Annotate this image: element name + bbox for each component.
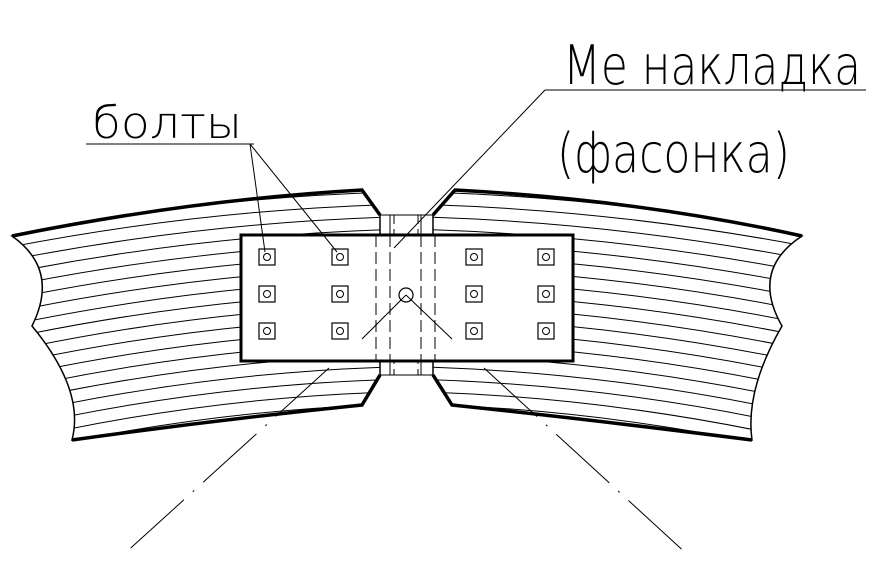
grain-line (433, 191, 802, 237)
steel-cover-plate (239, 233, 575, 363)
bolt (258, 248, 276, 266)
bolts-label: болты (92, 98, 242, 149)
bolt (537, 322, 555, 340)
grain-line (433, 404, 802, 440)
grain-line (12, 391, 380, 440)
leader-lines (86, 89, 866, 253)
radial-axis-lines (121, 367, 690, 557)
bolt-group (258, 248, 555, 340)
center-pin (361, 287, 453, 340)
bolt (537, 285, 555, 303)
bolt (465, 248, 483, 266)
bolt (331, 285, 349, 303)
bolt (537, 248, 555, 266)
bolt (258, 285, 276, 303)
grain-line (12, 404, 380, 440)
plate-label-line1: Ме накладка (563, 34, 861, 97)
bolt (465, 322, 483, 340)
grain-line (433, 204, 802, 250)
grain-line (12, 216, 380, 263)
grain-line (433, 391, 802, 440)
grain-line (433, 366, 802, 419)
grain-line (12, 229, 380, 276)
grain-line (12, 191, 380, 237)
grain-line (433, 216, 802, 263)
grain-line (12, 204, 380, 250)
bolt (331, 248, 349, 266)
bolt (331, 322, 349, 340)
bolt (258, 322, 276, 340)
grain-line (433, 229, 802, 276)
grain-line (12, 366, 380, 419)
bolt (465, 285, 483, 303)
plate-label-line2: (фасонка) (557, 122, 790, 185)
